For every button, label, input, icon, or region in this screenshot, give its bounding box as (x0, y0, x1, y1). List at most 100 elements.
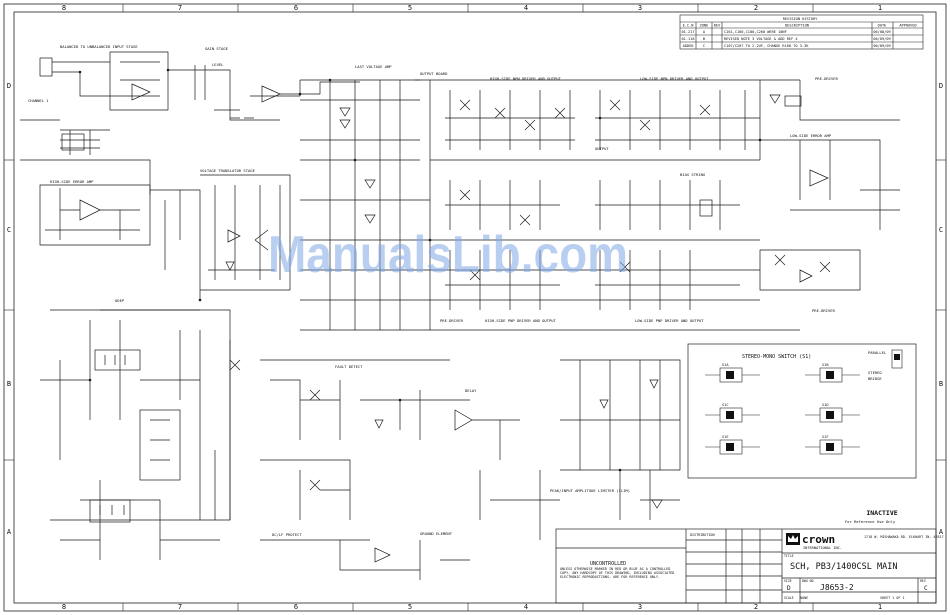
dwg-no-label: DWG NO (802, 579, 814, 583)
zone-col-top: 1 (878, 4, 882, 12)
switch-label: S1C (722, 403, 729, 407)
stage-label: DC/LF PROTECT (272, 532, 302, 537)
revision-cell: 01-118 (682, 37, 695, 41)
stage-label: ODEP (115, 298, 125, 303)
zone-row-right: B (939, 380, 943, 388)
zone-col-bottom: 6 (294, 603, 298, 611)
drawing-title: SCH, PB3/1400CSL MAIN (790, 562, 897, 572)
stage-label: CHANNEL 1 (28, 98, 49, 103)
stereo-mono-title: STEREO-MONO SWITCH (S1) (742, 354, 811, 360)
revision-cell: C (703, 44, 705, 48)
zone-col-top: 6 (294, 4, 298, 12)
inactive-stamp: INACTIVE For Reference Use Only (845, 509, 898, 524)
zone-col-top: 3 (638, 4, 642, 12)
stage-label: HIGH-SIDE PNP DRIVER AND OUTPUT (485, 318, 557, 323)
drawing-number: J8653-2 (820, 583, 854, 592)
bridge-label: BRIDGE (868, 376, 882, 381)
stage-label: DELAY (465, 388, 477, 393)
title-block: crown INTERNATIONAL INC. 1718 W. MISHAWA… (555, 528, 944, 604)
zone-col-top: 4 (524, 4, 528, 12)
zone-ticks (4, 4, 946, 611)
revision-header: E.C.N (683, 24, 694, 28)
stage-labels: BALANCED TO UNBALANCED INPUT STAGE GAIN … (28, 44, 839, 537)
stage-label: PRE-DRIVER (812, 308, 836, 313)
switch-label: S1B (822, 363, 829, 367)
stage-label: BALANCED TO UNBALANCED INPUT STAGE (60, 44, 138, 49)
zone-row-left: A (7, 528, 12, 536)
junction-dots (78, 68, 762, 472)
stage-label: LOW-SIDE NPN DRIVER AND OUTPUT (640, 76, 709, 81)
zone-row-right: C (939, 226, 943, 234)
schematic-wiring (20, 51, 900, 580)
revision-cell: REVISED NOTE 3 VOLTAGE & ADD REF 4 (724, 37, 798, 41)
size-value: D (787, 585, 791, 592)
stage-label: LAST VOLTAGE AMP (355, 64, 392, 69)
zone-row-right: D (939, 82, 943, 90)
stage-label: LOW-SIDE PNP DRIVER AND OUTPUT (635, 318, 704, 323)
zone-row-left: D (7, 82, 11, 90)
stage-label: GAIN STAGE (205, 46, 229, 51)
zone-col-top: 2 (754, 4, 758, 12)
revision-header: ZONE (700, 24, 709, 28)
zone-row-left: C (7, 226, 11, 234)
switch-label: S1E (722, 435, 729, 439)
inactive-subtitle: For Reference Use Only (845, 519, 896, 524)
scale-label: SCALE (784, 596, 794, 600)
revision-cell: 06/08/09 (873, 30, 890, 34)
zone-labels: 8 7 6 5 4 3 2 1 8 7 6 5 4 3 2 1 D C B A … (7, 4, 944, 611)
stereo-label: STEREO (868, 370, 882, 375)
zone-col-top: 5 (408, 4, 412, 12)
rev-value: C (924, 585, 928, 592)
zone-col-bottom: 8 (62, 603, 66, 611)
switch-label: S1D (822, 403, 829, 407)
zone-col-bottom: 2 (754, 603, 758, 611)
stage-label: GROUND ELEMENT (420, 531, 453, 536)
revision-cell: B (703, 37, 705, 41)
stage-label: LOW-SIDE ERROR AMP (790, 133, 832, 138)
zone-col-bottom: 1 (878, 603, 882, 611)
crown-logo: crown INTERNATIONAL INC. (786, 533, 842, 550)
revision-header: APPROVED (899, 24, 916, 28)
size-label: SIZE (784, 579, 792, 583)
stage-label: PEAK/INPUT AMPLITUDE LIMITER (ILIM) (550, 488, 630, 493)
sheet-value: SHEET 1 OF 1 (880, 596, 905, 600)
revision-header: DATE (878, 24, 887, 28)
stage-label: OUTPUT (595, 146, 609, 151)
revision-cell: ADDED (683, 44, 694, 48)
stereo-mono-switch-panel: STEREO-MONO SWITCH (S1) PARALLEL STEREO … (687, 343, 917, 479)
stage-label: VOLTAGE TRANSLATOR STAGE (200, 168, 256, 173)
watermark: ManualsLib.com (268, 226, 628, 284)
revision-cell: C161,C160,C180,C260 WERE 10NF (724, 30, 787, 34)
zone-col-bottom: 4 (524, 603, 528, 611)
switch-label: S1A (722, 363, 729, 367)
revision-cell: 01-217 (682, 30, 695, 34)
revision-cell: A (703, 30, 706, 34)
zone-row-right: A (939, 528, 944, 536)
revision-cell: C107/C207 TO 2.2UF, CHANGE R168 TO 3.3K (724, 44, 809, 48)
revision-header: DESCRIPTION (785, 24, 809, 28)
switch-label: S1F (822, 435, 829, 439)
brand-name: crown (802, 533, 835, 546)
revision-header: REV (714, 24, 721, 28)
rev-label: REV (920, 579, 926, 583)
revision-cell: 06/09/09 (873, 37, 890, 41)
stage-label: PRE-DRIVER (815, 76, 839, 81)
drawing-frame (3, 3, 947, 612)
zone-col-top: 7 (178, 4, 182, 12)
zone-row-left: B (7, 380, 11, 388)
company-address: 1718 W. MISHAWAKA RD. ELKHART IN. 46517 (864, 535, 944, 539)
uncontrolled-text: UNLESS OTHERWISE MARKED IN RED OR BLUE A… (560, 567, 675, 579)
inactive-title: INACTIVE (866, 509, 897, 517)
stage-label: HIGH-SIDE ERROR AMP (50, 179, 94, 184)
scale-value: NONE (800, 596, 808, 600)
zone-col-top: 8 (62, 4, 66, 12)
uncontrolled-title: UNCONTROLLED (590, 561, 626, 567)
stage-label: OUTPUT BOARD (420, 71, 448, 76)
zone-col-bottom: 3 (638, 603, 642, 611)
zone-col-bottom: 5 (408, 603, 412, 611)
stage-label: PRE-DRIVER (440, 318, 464, 323)
parallel-label: PARALLEL (868, 350, 887, 355)
stage-label: LEVEL (212, 62, 224, 67)
stage-label: HIGH-SIDE NPN DRIVER AND OUTPUT (490, 76, 562, 81)
